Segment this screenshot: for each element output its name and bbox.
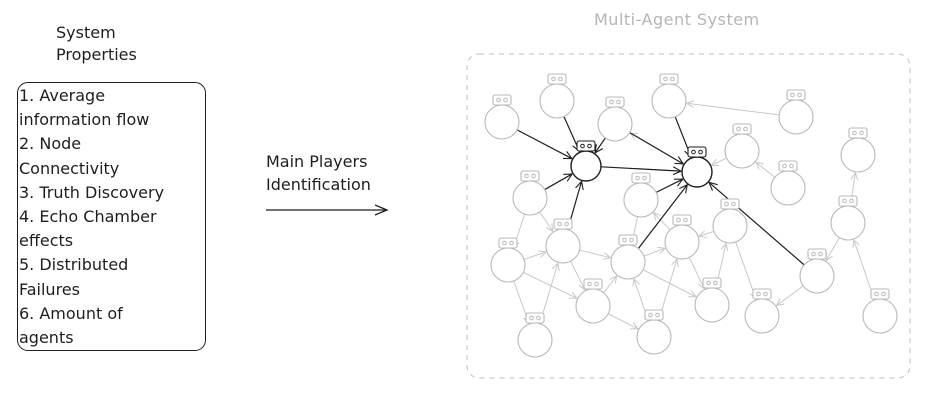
agent-node bbox=[770, 160, 806, 206]
robot-head-icon bbox=[576, 140, 596, 152]
agent-link bbox=[643, 248, 665, 257]
multi-agent-system-title: Multi-Agent System bbox=[594, 10, 760, 29]
agent-node bbox=[830, 195, 866, 241]
agent-node bbox=[575, 278, 611, 324]
main-player-link bbox=[595, 137, 606, 153]
agent-node bbox=[636, 309, 672, 355]
agent-node bbox=[778, 89, 814, 135]
robot-head-icon bbox=[732, 123, 752, 135]
agent-node bbox=[840, 127, 876, 173]
robot-head-icon bbox=[492, 94, 512, 106]
main-players-identification-label: Main Players Identification bbox=[266, 152, 371, 194]
agent-link bbox=[539, 211, 553, 231]
agent-link bbox=[826, 237, 840, 261]
agent-node bbox=[799, 248, 835, 294]
robot-head-icon bbox=[838, 195, 858, 207]
agent-link bbox=[735, 241, 756, 299]
agent-node bbox=[744, 288, 780, 334]
robot-head-icon bbox=[618, 234, 638, 246]
mas-boundary bbox=[466, 53, 911, 379]
agent-link bbox=[579, 249, 611, 258]
property-distributed-failures: 5. Distributed Failures bbox=[19, 255, 129, 299]
robot-head-icon bbox=[498, 237, 518, 249]
agent-node bbox=[694, 277, 730, 323]
properties-list: 1. Average information flow 2. Node Conn… bbox=[17, 82, 206, 351]
agent-node bbox=[490, 237, 526, 283]
agent-link bbox=[687, 103, 780, 116]
system-properties-title: System Properties bbox=[56, 23, 137, 64]
agent-link bbox=[777, 285, 804, 305]
agent-link bbox=[688, 257, 704, 288]
agent-node bbox=[484, 94, 520, 140]
main-player-link bbox=[655, 179, 682, 193]
main-player-agent bbox=[681, 146, 713, 188]
main-player-link bbox=[600, 166, 681, 171]
robot-head-icon bbox=[720, 198, 740, 210]
robot-head-icon bbox=[583, 278, 603, 290]
robot-head-icon bbox=[631, 172, 651, 184]
robot-head-icon bbox=[547, 73, 567, 85]
robot-head-icon bbox=[807, 248, 827, 260]
property-truth-discovery: 3. Truth Discovery bbox=[19, 182, 165, 202]
robot-head-icon bbox=[644, 309, 664, 321]
main-player-link bbox=[629, 132, 684, 164]
robot-head-icon bbox=[605, 96, 625, 108]
robot-head-icon bbox=[525, 312, 545, 324]
robot-head-icon bbox=[553, 218, 573, 230]
agent-node bbox=[512, 170, 548, 216]
property-node-connectivity: 2. Node Connectivity bbox=[19, 134, 120, 178]
robot-head-icon bbox=[752, 288, 772, 300]
agent-node bbox=[539, 73, 575, 119]
robot-head-icon bbox=[687, 146, 707, 158]
agent-node bbox=[724, 123, 760, 169]
robot-head-icon bbox=[786, 89, 806, 101]
agent-link bbox=[603, 276, 617, 294]
main-player-link bbox=[637, 185, 687, 249]
agent-node bbox=[712, 198, 748, 244]
property-echo-chamber-effects: 4. Echo Chamber effects bbox=[19, 207, 157, 251]
robot-head-icon bbox=[520, 170, 540, 182]
main-player-link bbox=[516, 129, 572, 159]
agent-node bbox=[517, 312, 553, 358]
agent-node bbox=[862, 288, 898, 334]
robot-head-icon bbox=[702, 277, 722, 289]
agent-link bbox=[570, 260, 585, 290]
agent-link bbox=[607, 313, 638, 329]
robot-head-icon bbox=[870, 288, 890, 300]
agent-link bbox=[699, 231, 715, 236]
robot-head-icon bbox=[659, 73, 679, 85]
robot-head-icon bbox=[848, 127, 868, 139]
agent-link bbox=[654, 213, 671, 231]
agent-link bbox=[711, 157, 727, 165]
robot-head-icon bbox=[778, 160, 798, 172]
agent-node bbox=[545, 218, 581, 264]
agent-link bbox=[756, 162, 776, 178]
robot-head-icon bbox=[672, 214, 692, 226]
main-player-agent bbox=[570, 140, 602, 182]
agent-node bbox=[623, 172, 659, 218]
main-player-link bbox=[709, 182, 805, 266]
agent-node bbox=[651, 73, 687, 119]
property-average-information-flow: 1. Average information flow bbox=[19, 86, 150, 130]
main-player-link bbox=[544, 174, 572, 191]
agent-node bbox=[597, 96, 633, 142]
agent-node bbox=[664, 214, 700, 260]
agent-node bbox=[610, 234, 646, 280]
agent-link bbox=[523, 271, 576, 298]
property-amount-of-agents: 6. Amount of agents bbox=[19, 303, 123, 348]
agent-link bbox=[523, 252, 546, 260]
